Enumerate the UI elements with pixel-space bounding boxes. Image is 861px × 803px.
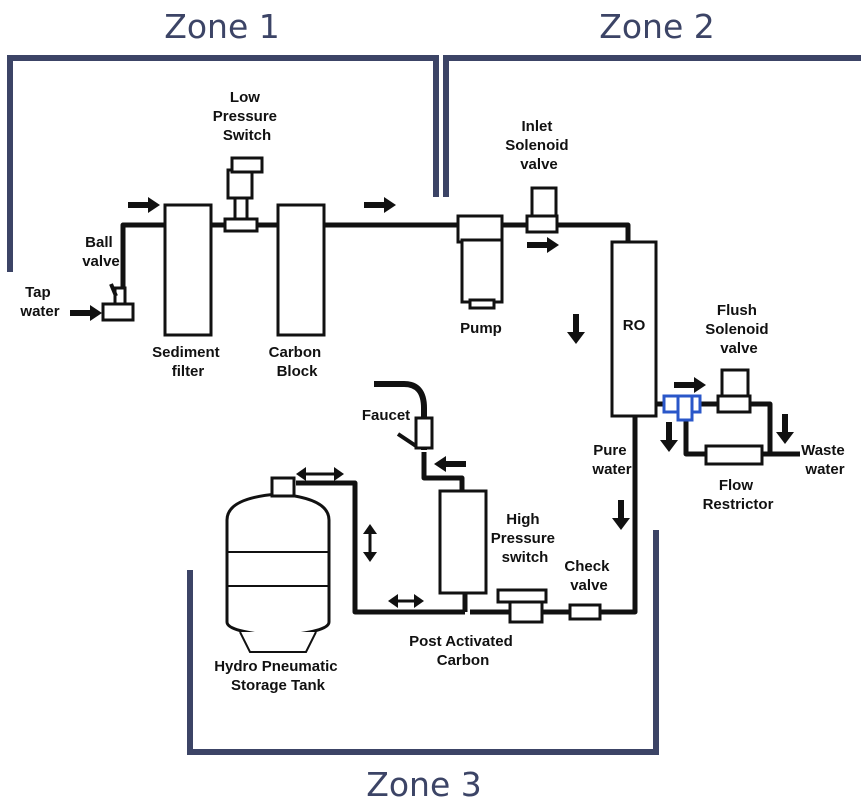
flow-restrictor <box>704 444 764 466</box>
flush-tee <box>662 394 702 422</box>
label-pump: Pump <box>460 320 502 337</box>
label-waste-water: Waste water <box>801 442 849 478</box>
arrow-top-1 <box>128 197 160 213</box>
label-pure-water: Pure water <box>591 442 631 478</box>
ball-valve <box>101 283 135 322</box>
label-faucet: Faucet <box>362 407 410 424</box>
arrow-to-faucet <box>434 456 466 472</box>
pipe-tank <box>296 480 465 615</box>
ro-membrane <box>610 240 658 418</box>
arrow-to-flush <box>674 377 706 393</box>
label-flush-solenoid-valve: Flush Solenoid valve <box>705 302 773 357</box>
sediment-filter <box>163 203 213 337</box>
check-valve <box>568 603 602 621</box>
arrow-pure-down <box>612 500 630 530</box>
components <box>101 156 764 653</box>
label-ro: RO <box>623 317 646 334</box>
high-pressure-switch <box>496 588 548 624</box>
label-check-valve: Check valve <box>564 558 613 594</box>
arrow-down-left-of-ro <box>567 314 585 344</box>
label-inlet-solenoid-valve: Inlet Solenoid valve <box>505 118 573 173</box>
faucet <box>374 381 434 450</box>
zone-3-boundary <box>187 530 659 755</box>
label-carbon-block: Carbon Block <box>269 344 326 380</box>
arrow-down-restrictor <box>660 422 678 452</box>
inlet-solenoid-valve <box>525 186 559 234</box>
arrow-down-waste <box>776 414 794 444</box>
pipe-faucet-riser <box>421 452 465 492</box>
label-flow-restrictor: Flow Restrictor <box>703 477 774 513</box>
arrow-bidir-top <box>296 467 344 481</box>
arrow-bidir-bottom <box>388 594 424 608</box>
arrow-top-2 <box>364 197 396 213</box>
zone-2-boundary <box>443 55 861 197</box>
arrow-tap-in <box>70 305 102 321</box>
label-high-pressure-switch: High Pressure switch <box>491 511 559 566</box>
labels: Tap water Ball valve Low Pressure Switch… <box>19 89 849 694</box>
label-low-pressure-switch: Low Pressure Switch <box>213 89 281 144</box>
low-pressure-switch <box>223 156 264 233</box>
label-storage-tank: Hydro Pneumatic Storage Tank <box>214 658 342 694</box>
zone-2-title: Zone 2 <box>599 7 715 46</box>
storage-tank <box>225 476 331 653</box>
label-sediment-filter: Sediment filter <box>152 344 224 380</box>
label-ball-valve: Ball valve <box>82 234 120 270</box>
zone-boundaries <box>7 55 861 755</box>
arrow-bidir-vertical <box>363 524 377 562</box>
pump <box>456 214 504 310</box>
arrow-after-valve <box>527 237 559 253</box>
zone-1-boundary <box>7 55 439 272</box>
label-post-activated-carbon: Post Activated Carbon <box>409 633 517 669</box>
post-activated-carbon <box>438 489 488 595</box>
label-tap-water: Tap water <box>19 284 59 320</box>
zone-1-title: Zone 1 <box>164 7 280 46</box>
flush-solenoid-valve <box>716 368 752 414</box>
pipe-ro-concentrate <box>656 401 800 457</box>
zone-3-title: Zone 3 <box>366 765 482 803</box>
flow-arrows <box>70 197 794 608</box>
carbon-block <box>276 203 326 337</box>
